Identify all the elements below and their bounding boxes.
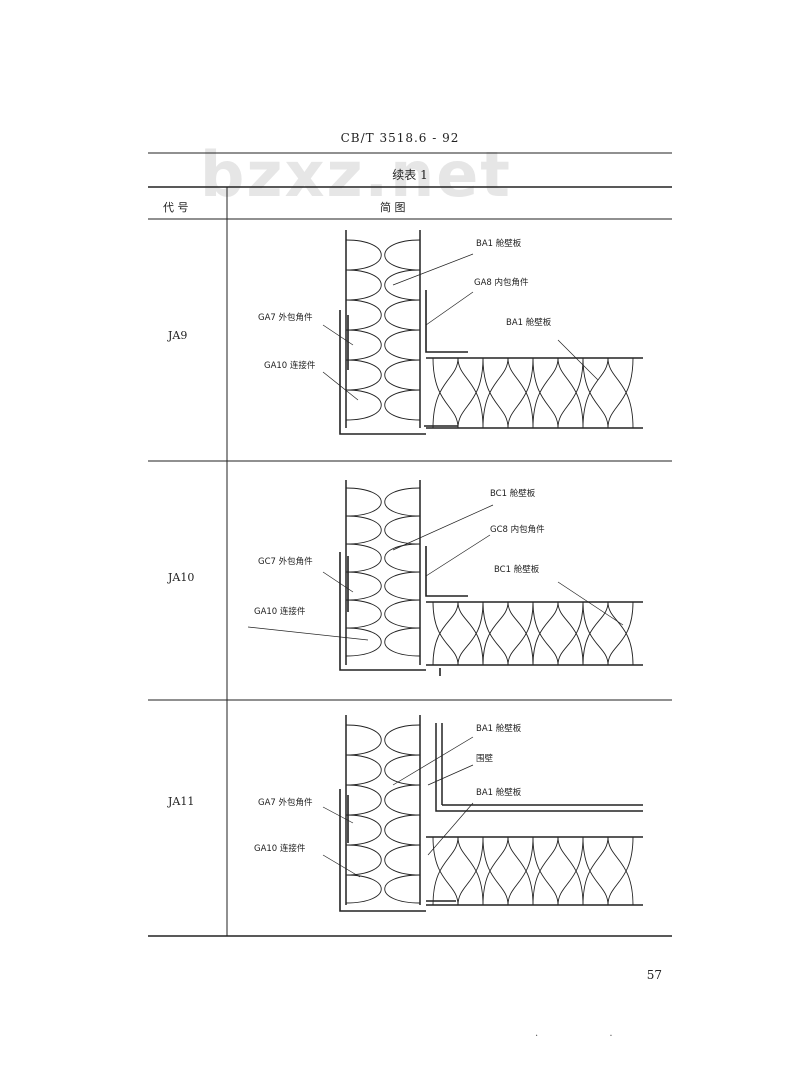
column-header-code: 代 号 — [163, 201, 189, 214]
label-right1: BC1 舱壁板 — [494, 564, 540, 575]
leader-lines — [322, 736, 474, 878]
leader-lines — [247, 504, 624, 641]
label-top2: GC8 内包角件 — [490, 524, 545, 535]
label-left2: GA10 连接件 — [254, 843, 306, 854]
page-number: 57 — [646, 968, 662, 982]
watermark: bzxz.net — [200, 138, 512, 211]
vertical-panel — [345, 480, 421, 665]
row-code-ja11: JA11 — [168, 795, 195, 808]
label-top2: 围壁 — [476, 753, 494, 764]
label-left2: GA10 连接件 — [254, 606, 306, 617]
row-code-ja10: JA10 — [168, 571, 195, 584]
vertical-panel — [345, 230, 421, 428]
label-top1: BC1 舱壁板 — [490, 488, 536, 499]
label-left1: GA7 外包角件 — [258, 797, 313, 808]
label-left2: GA10 连接件 — [264, 360, 316, 371]
label-top2: GA8 内包角件 — [474, 277, 529, 288]
column-header-figure: 简 图 — [380, 201, 406, 214]
corner-trim — [339, 789, 456, 912]
standard-number: CB/T 3518.6 - 92 — [340, 131, 460, 145]
leader-lines — [322, 253, 599, 401]
row-code-ja9: JA9 — [168, 329, 188, 342]
figure-ja9: BA1 舱壁板 GA8 内包角件 GA7 外包角件 BA1 舱壁板 GA10 连… — [258, 230, 643, 435]
vertical-panel — [345, 715, 421, 905]
horizontal-panel — [426, 601, 643, 666]
enclosure-wall — [435, 723, 643, 812]
footer-marks: . . — [535, 1028, 647, 1039]
label-top1: BA1 舱壁板 — [476, 723, 522, 734]
corner-trim — [339, 546, 468, 676]
label-left1: GC7 外包角件 — [258, 556, 313, 567]
label-left1: GA7 外包角件 — [258, 312, 313, 323]
horizontal-panel — [426, 836, 643, 906]
figure-ja10: BC1 舱壁板 GC8 内包角件 GC7 外包角件 BC1 舱壁板 GA10 连… — [247, 480, 643, 676]
label-right1: BA1 舱壁板 — [506, 317, 552, 328]
label-top1: BA1 舱壁板 — [476, 238, 522, 249]
label-right1: BA1 舱壁板 — [476, 787, 522, 798]
horizontal-panel — [426, 357, 643, 429]
corner-trim — [339, 290, 468, 435]
table-caption: 续表 1 — [392, 168, 428, 182]
figure-ja11: BA1 舱壁板 围壁 GA7 外包角件 BA1 舱壁板 GA10 连接件 — [254, 715, 643, 912]
